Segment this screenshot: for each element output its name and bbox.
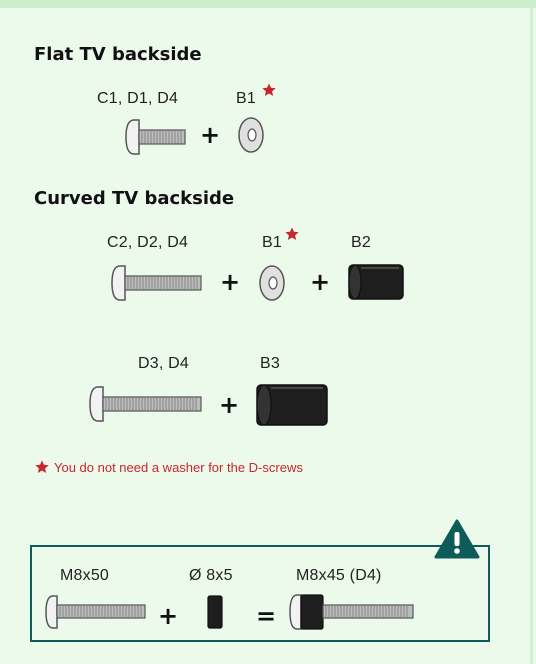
curved-row1-washer-label: B1 [262,234,282,251]
star-icon [285,227,299,240]
screw-long-icon [89,386,202,422]
curved-row2-screw-label: D3, D4 [138,355,189,372]
flat-heading-rest: TV backside [73,44,202,65]
plus-sign: + [200,121,221,149]
washer-note-text: You do not need a washer for the D-screw… [54,459,303,475]
screw-short-icon [125,119,186,155]
curved-row2-spacer-label: B3 [260,355,280,372]
warning-triangle-icon [434,519,480,559]
flat-screw-label: C1, D1, D4 [97,90,179,107]
plus-sign: + [220,268,241,296]
spacer-long-icon [256,384,328,426]
spacer-ring-icon [207,595,223,629]
warning-screw-label: M8x50 [60,567,110,584]
equals-sign: = [256,602,277,630]
curved-heading-bold: Curved [34,188,106,209]
flat-heading-bold: Flat [34,44,74,65]
top-border [0,0,536,8]
plus-sign: + [219,391,240,419]
warning-spacer-label: Ø 8x5 [189,567,233,584]
washer-note: You do not need a washer for the D-screw… [34,459,303,475]
curved-row1-screw-label: C2, D2, D4 [107,234,189,251]
screw-medium-icon [111,265,202,301]
curved-row1-spacer-label: B2 [351,234,371,251]
curved-heading: Curved TV backside [34,188,234,209]
flat-heading: Flat TV backside [34,44,202,65]
screw-m8x50-icon [45,595,146,629]
warning-box [30,545,490,642]
star-icon [35,460,49,473]
screw-m8x45-icon [289,594,414,630]
star-icon [262,83,276,96]
flat-washer-label: B1 [236,90,256,107]
washer-icon [259,265,285,301]
spacer-short-icon [348,264,404,300]
washer-icon [238,117,264,153]
plus-sign: + [310,268,331,296]
curved-heading-rest: TV backside [105,188,235,209]
plus-sign: + [158,602,179,630]
warning-result-label: M8x45 (D4) [296,567,382,584]
